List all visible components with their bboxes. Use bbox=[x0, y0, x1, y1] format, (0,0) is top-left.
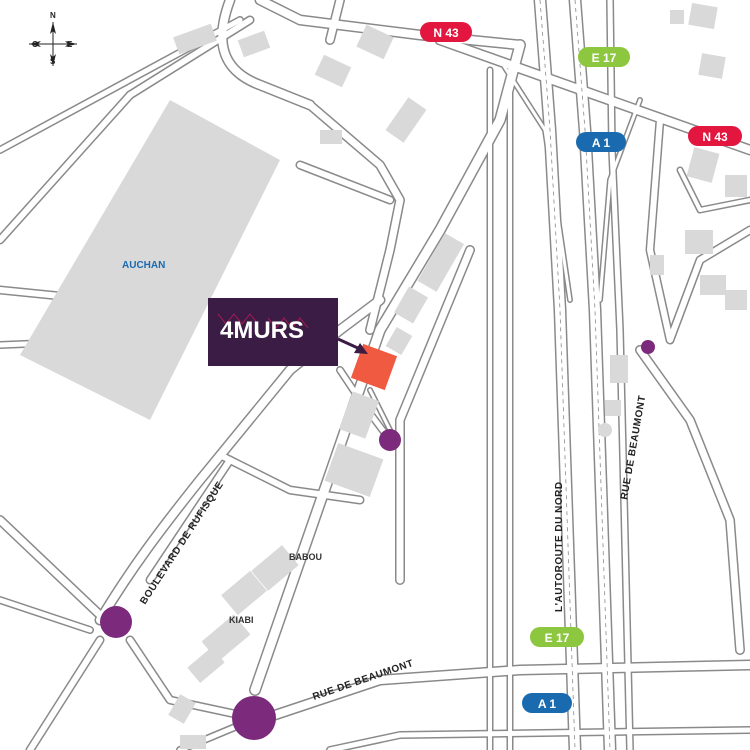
svg-text:E 17: E 17 bbox=[545, 631, 570, 645]
brand-name: 4MURS bbox=[220, 317, 304, 344]
auchan-building bbox=[20, 100, 280, 420]
logo-pattern-icon bbox=[217, 313, 259, 325]
route-shield-n43: N 43 bbox=[688, 126, 742, 146]
place-babou: BABOU bbox=[289, 552, 322, 562]
svg-text:E 17: E 17 bbox=[592, 51, 617, 65]
place-auchan: AUCHAN bbox=[122, 260, 165, 271]
place-kiabi: KIABI bbox=[229, 615, 254, 625]
building bbox=[598, 423, 612, 437]
compass-rose-icon: N S E O bbox=[29, 11, 77, 66]
compass-south: S bbox=[50, 57, 56, 66]
roundabout bbox=[641, 340, 655, 354]
route-shield-n43: N 43 bbox=[420, 22, 472, 42]
callout-arrow bbox=[337, 337, 361, 351]
svg-text:N 43: N 43 bbox=[702, 130, 728, 144]
svg-text:N 43: N 43 bbox=[433, 26, 459, 40]
roundabout bbox=[379, 429, 401, 451]
route-shield-e17: E 17 bbox=[530, 627, 584, 647]
compass-west: O bbox=[32, 40, 38, 49]
building bbox=[168, 2, 747, 749]
route-shield-e17: E 17 bbox=[578, 47, 630, 67]
route-shield-a1: A 1 bbox=[576, 132, 626, 152]
roundabout bbox=[232, 696, 276, 740]
svg-text:A 1: A 1 bbox=[538, 697, 557, 711]
compass-north: N bbox=[50, 11, 56, 20]
logo-box bbox=[208, 298, 338, 366]
compass-east: E bbox=[67, 40, 73, 49]
arrow-head-icon bbox=[354, 343, 368, 354]
route-shield-a1: A 1 bbox=[522, 693, 572, 713]
brand-callout[interactable]: 4MURS bbox=[208, 298, 368, 366]
destination-marker[interactable] bbox=[350, 343, 398, 391]
roundabout bbox=[100, 606, 132, 638]
svg-text:A 1: A 1 bbox=[592, 136, 611, 150]
road-autoroute-du-nord: L'AUTOROUTE DU NORD bbox=[554, 481, 565, 612]
